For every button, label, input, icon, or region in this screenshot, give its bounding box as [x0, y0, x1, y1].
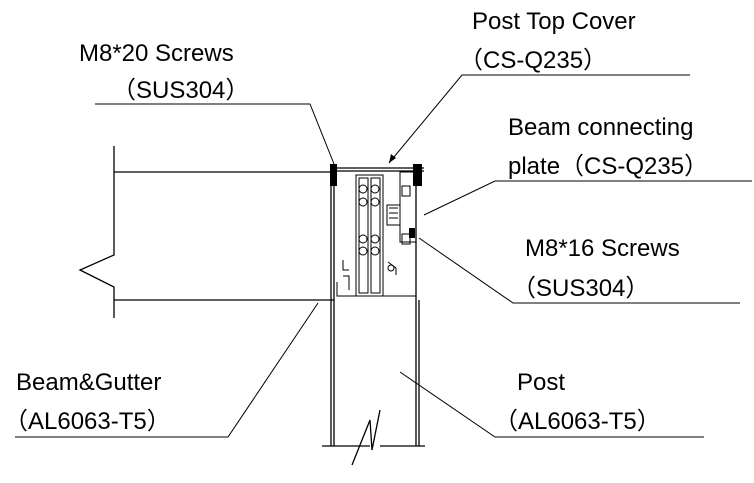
- post-break-symbol: [322, 409, 425, 466]
- beam-profile: [336, 168, 417, 297]
- post-outline: [330, 168, 420, 446]
- m8x20-screw-left: [330, 164, 337, 186]
- label-beam-gutter-name: Beam&Gutter: [16, 369, 161, 396]
- label-m8x20-name: M8*20 Screws: [79, 40, 234, 67]
- label-top-cover-material: （CS-Q235）: [459, 47, 607, 74]
- beam-connecting-plate: [386, 171, 417, 245]
- annotation-labels: Post Top Cover （CS-Q235） M8*20 Screws （S…: [4, 8, 708, 435]
- label-m8x16-name: M8*16 Screws: [525, 235, 680, 262]
- label-top-cover-name: Post Top Cover: [472, 8, 636, 35]
- label-beam-gutter-material: （AL6063-T5）: [4, 408, 171, 435]
- label-post-name: Post: [517, 369, 565, 396]
- post-top-cover: [330, 164, 424, 186]
- label-beam-plate-name: Beam connecting: [508, 114, 693, 141]
- label-m8x16-material: （SUS304）: [512, 275, 649, 302]
- beam-outline: [78, 146, 334, 318]
- label-m8x20-material: （SUS304）: [112, 77, 249, 104]
- label-beam-plate-name2: plate（CS-Q235）: [508, 153, 708, 180]
- label-post-material: （AL6063-T5）: [494, 408, 661, 435]
- m8x20-screw-right: [413, 164, 422, 186]
- leader-lines: [15, 74, 752, 438]
- m8x16-screw: [409, 228, 415, 238]
